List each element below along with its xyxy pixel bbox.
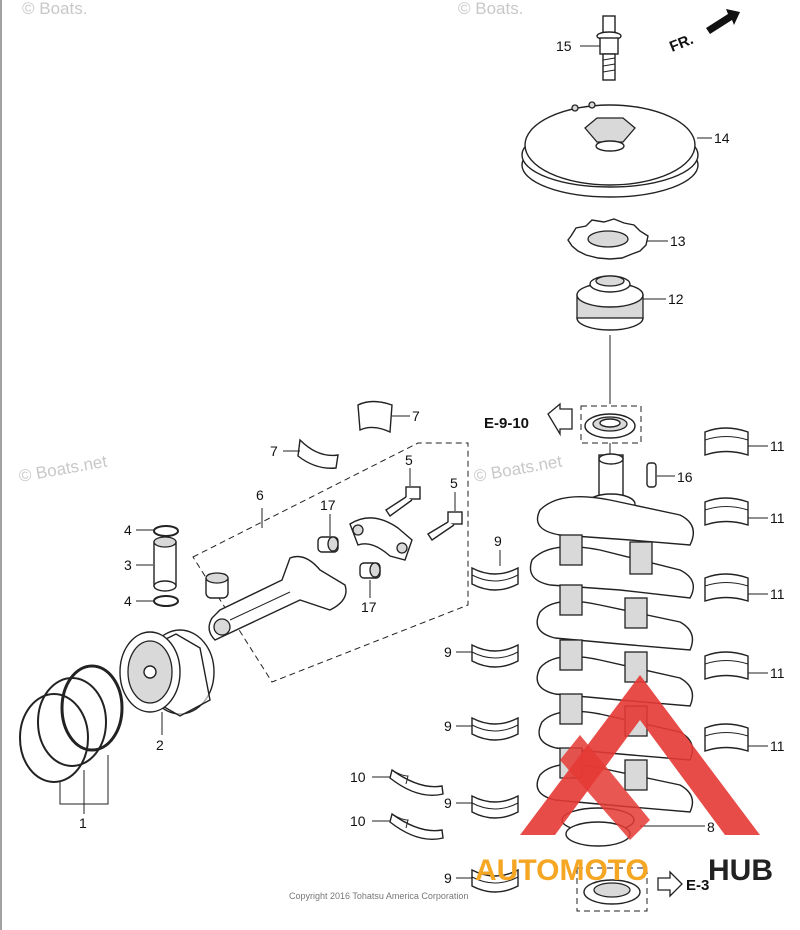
ref-upper-label[interactable]: E-9-10: [484, 415, 529, 432]
seal-upper-group[interactable]: [580, 405, 642, 444]
front-direction-indicator: FR.: [667, 9, 740, 56]
watermark-mid-left: © Boats.net: [17, 452, 108, 486]
callout-8: 8: [707, 819, 715, 835]
watermark-top-left: © Boats.: [22, 0, 87, 18]
logo-text-hub: HUB: [708, 854, 773, 887]
callout-11-e: 11: [770, 738, 785, 754]
part-17-dowel-a[interactable]: [317, 536, 339, 553]
part-10-thrust-washer-1[interactable]: [389, 768, 444, 796]
callout-17-b: 17: [361, 599, 377, 615]
part-5-bolt-b[interactable]: [427, 511, 463, 541]
watermark-mid-right: © Boats.net: [472, 452, 563, 486]
callout-16: 16: [677, 469, 693, 485]
part-11-bearing-1[interactable]: [704, 427, 749, 456]
callout-7-b: 7: [270, 443, 278, 459]
watermark-top-right: © Boats.: [458, 0, 523, 18]
part-12-gear[interactable]: [576, 275, 644, 331]
part-15-bolt[interactable]: [596, 15, 622, 81]
callout-6: 6: [256, 487, 264, 503]
callout-5-b: 5: [450, 475, 458, 491]
logo-stripe-icon: [560, 735, 650, 840]
callout-14: 14: [714, 130, 730, 146]
part-7-bearing-upper[interactable]: [357, 400, 393, 434]
callout-9-c: 9: [444, 718, 452, 734]
part-9-bearing-5[interactable]: [471, 868, 519, 893]
part-9-bearing-2[interactable]: [471, 643, 519, 668]
callout-4-b: 4: [124, 593, 132, 609]
part-11-bearing-2[interactable]: [704, 497, 749, 526]
automotohub-logo: AUTOMOTO HUB: [475, 675, 773, 887]
part-14-pulley[interactable]: [521, 101, 699, 198]
callout-11-a: 11: [770, 438, 785, 454]
part-10-thrust-washer-2[interactable]: [389, 812, 444, 840]
callout-7-a: 7: [412, 408, 420, 424]
logo-text-main: AUTOMOTO: [475, 854, 649, 887]
callout-11-d: 11: [770, 665, 785, 681]
logo-triangle-icon: [520, 675, 760, 835]
part-4-circlip-lower[interactable]: [153, 595, 179, 607]
callout-9-e: 9: [444, 870, 452, 886]
ref-upper-arrow-icon: [547, 402, 573, 437]
part-9-bearing-1[interactable]: [471, 566, 519, 591]
callout-9-d: 9: [444, 795, 452, 811]
part-11-bearing-3[interactable]: [704, 573, 749, 602]
ref-lower-arrow-icon: [657, 870, 683, 898]
callout-15: 15: [556, 38, 572, 54]
part-11-bearing-4[interactable]: [704, 651, 749, 680]
part-13-sprocket[interactable]: [567, 218, 649, 260]
connecting-rod-cap[interactable]: [349, 517, 413, 561]
seal-lower-group[interactable]: [576, 867, 648, 912]
connecting-rod[interactable]: [208, 555, 347, 641]
callout-4-a: 4: [124, 522, 132, 538]
part-3-piston-pin[interactable]: [153, 536, 177, 592]
callout-13: 13: [670, 233, 686, 249]
callout-12: 12: [668, 291, 684, 307]
callout-10-b: 10: [350, 813, 366, 829]
connecting-rod-group-outline: [192, 442, 469, 683]
ref-lower-label[interactable]: E-3: [686, 877, 709, 894]
part-17-dowel-b[interactable]: [359, 562, 381, 579]
callout-3: 3: [124, 557, 132, 573]
callout-11-c: 11: [770, 586, 785, 602]
piston-pin-bushing[interactable]: [205, 572, 229, 599]
front-arrow-icon: [706, 9, 740, 34]
callout-9-a: 9: [494, 533, 502, 549]
part-11-bearing-5[interactable]: [704, 723, 749, 752]
part-2-piston[interactable]: [119, 629, 215, 717]
copyright-text: Copyright 2016 Tohatsu America Corporati…: [289, 891, 468, 901]
callout-5-a: 5: [405, 452, 413, 468]
part-1-piston-rings[interactable]: [19, 664, 124, 783]
part-7-bearing-lower[interactable]: [297, 438, 339, 469]
part-9-bearing-4[interactable]: [471, 794, 519, 819]
part-4-circlip-upper[interactable]: [153, 525, 179, 537]
callout-1: 1: [79, 815, 87, 831]
callout-10-a: 10: [350, 769, 366, 785]
callout-17-a: 17: [320, 497, 336, 513]
part-16-key[interactable]: [646, 462, 657, 488]
part-9-bearing-3[interactable]: [471, 716, 519, 741]
callout-2: 2: [156, 737, 164, 753]
front-label: FR.: [667, 31, 696, 56]
part-5-bolt-a[interactable]: [385, 486, 421, 517]
callout-9-b: 9: [444, 644, 452, 660]
callout-11-b: 11: [770, 510, 785, 526]
